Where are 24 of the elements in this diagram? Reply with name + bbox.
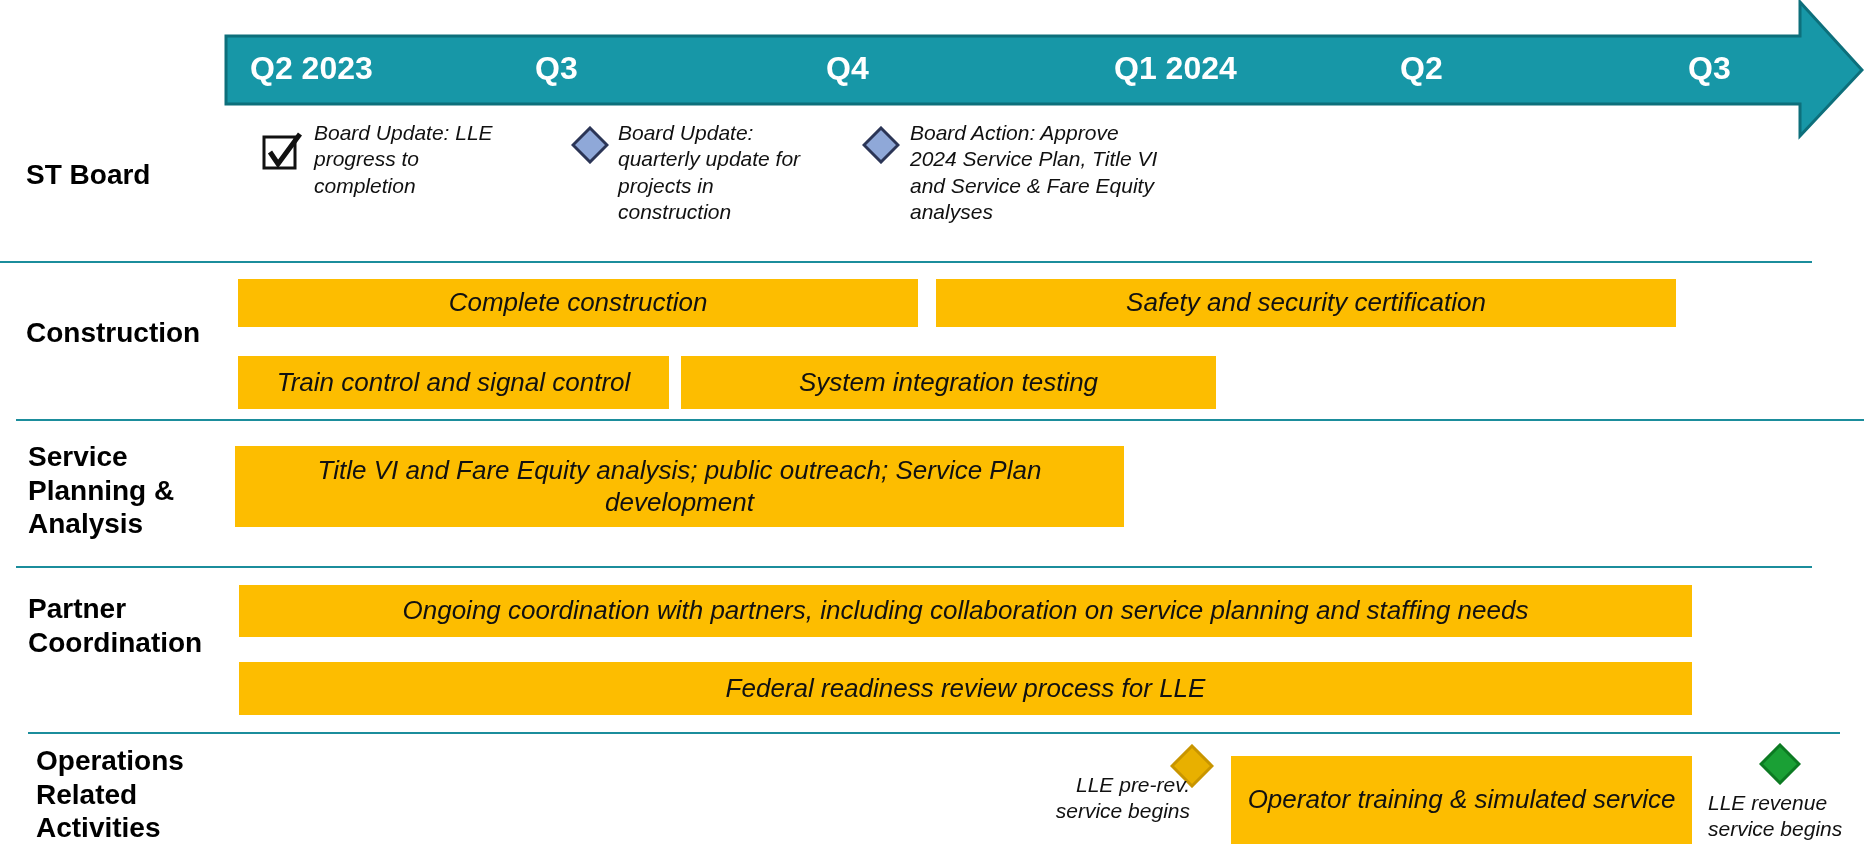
row-heading: Partner Coordination — [28, 592, 204, 660]
task-bar: Safety and security certification — [936, 279, 1676, 327]
task-bar: Federal readiness review process for LLE — [239, 662, 1692, 715]
row-heading: Service Planning & Analysis — [28, 440, 176, 541]
task-bar: Complete construction — [238, 279, 918, 327]
task-bar: Ongoing coordination with partners, including collaboration on service planning and staffing needs — [239, 585, 1692, 637]
row-heading: Operations Related Activities — [36, 744, 185, 845]
quarter-label: Q4 — [826, 50, 869, 87]
row-heading: Construction — [26, 316, 202, 350]
milestone-text: LLE revenue service begins — [1708, 790, 1844, 843]
milestone-text: Board Update: LLE progress to completion — [314, 120, 494, 199]
row-heading: ST Board — [26, 158, 152, 192]
quarter-label: Q3 — [1688, 50, 1731, 87]
task-bar: Operator training & simulated service — [1231, 756, 1692, 844]
quarter-label: Q1 2024 — [1114, 50, 1237, 87]
task-bar: System integration testing — [681, 356, 1216, 409]
milestone-text: LLE pre-rev. service begins — [1054, 772, 1190, 825]
task-bar: Train control and signal control — [238, 356, 669, 409]
quarter-label: Q2 2023 — [250, 50, 373, 87]
task-bar: Title VI and Fare Equity analysis; public outreach; Service Plan development — [235, 446, 1124, 527]
quarter-label: Q3 — [535, 50, 578, 87]
quarter-label: Q2 — [1400, 50, 1443, 87]
milestone-text: Board Action: Approve 2024 Service Plan, Title VI and Service & Fare Equity analyses — [910, 120, 1159, 225]
milestone-text: Board Update: quarterly update for projects in construction — [618, 120, 802, 225]
